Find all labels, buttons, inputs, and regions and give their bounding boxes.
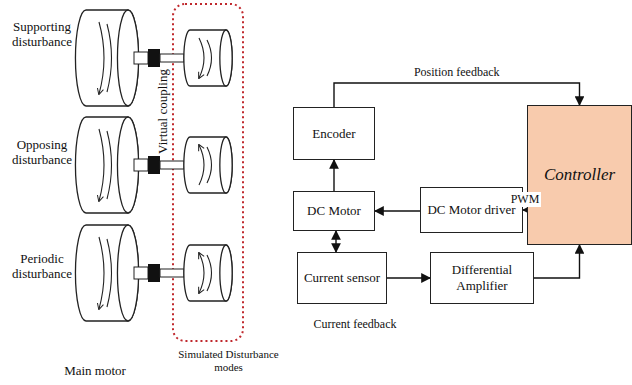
caption-label: Supporting disturbance [2,20,82,50]
motor-pair [75,117,232,213]
box-text: Differential Amplifier [431,262,533,293]
disturbance-arrow [199,145,204,185]
coupling-block [148,49,160,67]
shaft [160,161,184,169]
rotation-arrow-outline [107,24,112,92]
box-text: Controller [544,165,615,185]
box-text: DC Motor driver [427,202,515,218]
motor-pair [75,10,232,106]
disturbance-arrow [199,38,204,78]
main-motor [75,225,138,321]
caption-label: Periodic disturbance [2,252,82,282]
process-box: Encoder [293,107,375,160]
shaft [134,267,148,279]
coupling-label: Virtual coupling [156,61,171,161]
disturbance-motor [184,245,232,301]
disturbance-group-outline [173,4,243,341]
caption-label: Main motor [50,364,140,379]
box-text: DC Motor [307,203,361,219]
disturbance-arrow-outline [207,147,212,183]
signal-arrow [375,210,420,211]
disturbance-motor [184,30,232,86]
rotation-arrow [99,129,104,201]
signal-arrow [333,160,334,191]
shaft [160,54,184,62]
controller-box: Controller [527,105,632,245]
main-motor [75,117,138,213]
coupling-block [148,264,160,282]
edge-label: Position feedback [412,65,502,80]
motor-pair [75,225,232,321]
process-box: DC Motor [293,191,375,231]
shaft [160,269,184,277]
rotation-arrow [99,22,104,94]
signal-arrow [534,245,580,278]
shaft [134,52,148,64]
rotation-arrow-outline [107,239,112,307]
disturbance-motor [184,137,232,193]
caption-label: Current feedback [300,318,410,332]
process-box: DC Motor driver [420,187,523,233]
box-text: Current sensor [304,270,380,286]
shaft [134,159,148,171]
disturbance-motor-face [220,245,232,301]
signal-arrow [335,231,336,252]
disturbance-arrow [199,253,204,293]
disturbance-motor-face [220,137,232,193]
box-text: Encoder [312,126,355,142]
rotation-arrow [99,237,104,309]
caption-label: Simulated Disturbance modes [176,348,281,373]
caption-label: Opposing disturbance [2,138,82,168]
rotation-arrow-outline [107,131,112,199]
main-motor [75,10,138,106]
process-box: Differential Amplifier [430,252,534,304]
signal-arrow [387,277,430,278]
process-box: Current sensor [297,252,387,304]
disturbance-arrow-outline [207,40,212,76]
coupling-block [148,156,160,174]
edge-label: PWM [509,192,542,207]
signal-arrow [334,83,580,107]
disturbance-arrow-outline [207,255,212,291]
disturbance-motor-face [220,30,232,86]
